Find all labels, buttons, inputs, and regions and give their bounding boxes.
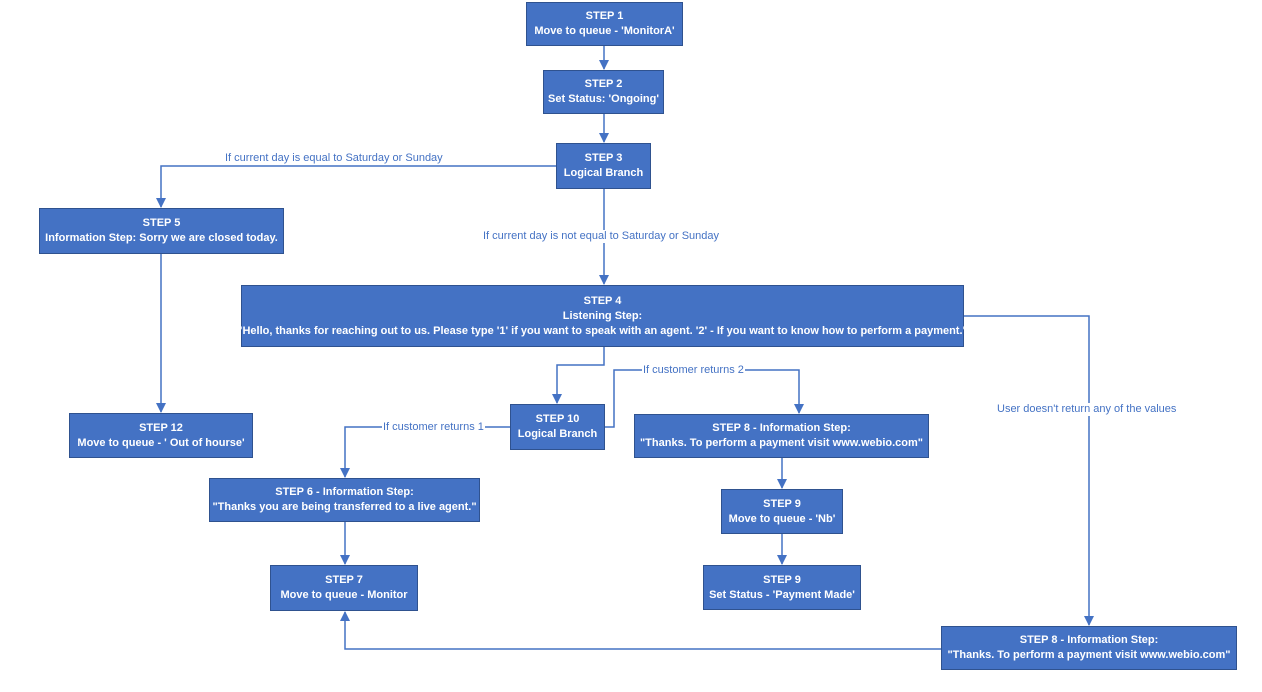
step9a-title: STEP 9 <box>763 497 801 510</box>
step1-title: STEP 1 <box>585 10 624 22</box>
edge-label-weekday: If current day is not equal to Saturday … <box>482 230 721 243</box>
edge-step4-step10 <box>552 347 605 404</box>
step7-title: STEP 7 <box>325 574 363 586</box>
step7-text: Move to queue - Monitor <box>280 589 408 601</box>
step5-node[interactable]: STEP 5 Information Step: Sorry we are cl… <box>39 208 284 254</box>
edge-label-weekend: If current day is equal to Saturday or S… <box>224 152 444 165</box>
step8a-node[interactable]: STEP 8 - Information Step: "Thanks. To p… <box>634 414 929 458</box>
step9b-node[interactable]: STEP 9 Set Status - 'Payment Made' <box>703 565 861 610</box>
step9a-text: Move to queue - 'Nb' <box>728 512 836 525</box>
edge-step3-step5 <box>156 165 556 208</box>
step9a-node[interactable]: STEP 9 Move to queue - 'Nb' <box>721 489 843 534</box>
step8b-title: STEP 8 - Information Step: <box>1019 634 1159 646</box>
step3-text: Logical Branch <box>563 167 644 179</box>
step7-node[interactable]: STEP 7 Move to queue - Monitor <box>270 565 418 611</box>
step12-title: STEP 12 <box>139 421 183 434</box>
edge-label-returns1: If customer returns 1 <box>382 421 485 434</box>
step12-text: Move to queue - ' Out of hourse' <box>77 436 245 449</box>
step9b-text: Set Status - 'Payment Made' <box>709 588 855 601</box>
step10-node[interactable]: STEP 10 Logical Branch <box>510 404 605 450</box>
edge-step10-step8a <box>605 369 804 428</box>
step8b-node[interactable]: STEP 8 - Information Step: "Thanks. To p… <box>941 626 1237 670</box>
step1-node[interactable]: STEP 1 Move to queue - 'MonitorA' <box>526 2 683 46</box>
step5-title: STEP 5 <box>142 217 181 229</box>
step1-text: Move to queue - 'MonitorA' <box>534 25 675 37</box>
step12-node[interactable]: STEP 12 Move to queue - ' Out of hourse' <box>69 413 253 458</box>
step6-node[interactable]: STEP 6 - Information Step: "Thanks you a… <box>209 478 480 522</box>
step3-node[interactable]: STEP 3 Logical Branch <box>556 143 651 189</box>
step4-subtitle: Listening Step: <box>562 309 643 322</box>
step4-text: "Hello, thanks for reaching out to us. P… <box>237 324 968 337</box>
edge-step8b-step7 <box>340 611 941 650</box>
step6-title: STEP 6 - Information Step: <box>275 486 414 498</box>
step5-text: Information Step: Sorry we are closed to… <box>45 232 278 244</box>
step2-text: Set Status: 'Ongoing' <box>548 93 659 105</box>
step2-node[interactable]: STEP 2 Set Status: 'Ongoing' <box>543 70 664 114</box>
step2-title: STEP 2 <box>584 78 623 90</box>
step10-text: Logical Branch <box>517 428 598 440</box>
step4-title: STEP 4 <box>583 294 622 307</box>
edge-label-returns2: If customer returns 2 <box>642 364 745 377</box>
step8a-title: STEP 8 - Information Step: <box>712 422 851 434</box>
step10-title: STEP 10 <box>535 413 580 425</box>
edge-label-no-value: User doesn't return any of the values <box>996 403 1178 416</box>
step9b-title: STEP 9 <box>763 573 801 586</box>
step6-text: "Thanks you are being transferred to a l… <box>212 501 477 513</box>
edge-step4-step8b <box>964 315 1094 626</box>
step8a-text: "Thanks. To perform a payment visit www.… <box>639 437 924 449</box>
step4-node[interactable]: STEP 4 Listening Step: "Hello, thanks fo… <box>237 285 968 347</box>
step3-title: STEP 3 <box>584 152 623 164</box>
step8b-text: "Thanks. To perform a payment visit www.… <box>947 649 1231 661</box>
edge-step10-step6 <box>340 426 510 478</box>
